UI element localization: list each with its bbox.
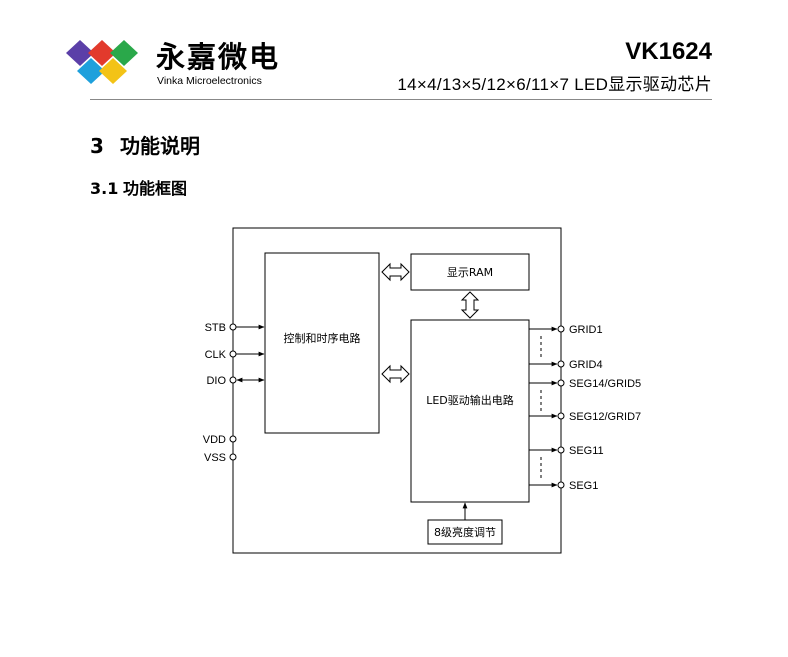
pin-vss (229, 453, 237, 461)
pin-dio (229, 376, 237, 384)
ram-block-label: 显示RAM (447, 266, 493, 279)
left-pins: STB CLK DIO VDD VSS (203, 322, 265, 464)
company-name-cn: 永嘉微电 (156, 40, 281, 74)
right-pins: GRID1 GRID4 SEG14/GRID5 SEG12/GRID7 SEG1… (529, 324, 641, 492)
section-number: 3 (90, 134, 104, 158)
pin-seg11 (557, 446, 565, 454)
logo-diamond-green (110, 40, 138, 66)
ram-control-bus-arrow (381, 262, 410, 282)
pin-label-dio: DIO (206, 375, 226, 387)
section-heading: 3 功能说明 (90, 130, 200, 159)
subsection-number: 3.1 (90, 179, 119, 198)
driver-block-label: LED驱动输出电路 (426, 393, 514, 407)
ram-driver-bus-arrow (460, 291, 480, 319)
pin-stb (229, 323, 237, 331)
pin-label-grid4: GRID4 (569, 359, 603, 371)
logo-diamond-red (88, 40, 116, 66)
subsection-title: 功能框图 (123, 179, 188, 198)
pin-label-stb: STB (205, 322, 226, 334)
control-driver-bus-arrow (381, 364, 410, 384)
pin-seg14-grid5 (557, 379, 565, 387)
pin-seg1 (557, 481, 565, 489)
chip-model: VK1624 (625, 38, 712, 65)
pin-label-vss: VSS (204, 452, 226, 464)
chip-subtitle: 14×4/13×5/12×6/11×7 LED显示驱动芯片 (397, 75, 712, 94)
brightness-block-label: 8级亮度调节 (434, 525, 496, 539)
logo-diamond-yellow (99, 58, 127, 84)
pin-grid4 (557, 360, 565, 368)
pin-label-grid1: GRID1 (569, 324, 603, 336)
company-name-en: Vinka Microelectronics (157, 75, 262, 87)
brightness-block (427, 519, 503, 545)
ram-block (410, 253, 530, 291)
vinka-logo (66, 40, 138, 84)
section-title: 功能说明 (120, 134, 200, 158)
pin-grid1 (557, 325, 565, 333)
driver-block (410, 319, 530, 503)
pin-label-clk: CLK (205, 349, 227, 361)
pin-clk (229, 350, 237, 358)
pin-label-seg1: SEG1 (569, 480, 598, 492)
header-divider (90, 99, 712, 100)
pin-label-seg12-grid7: SEG12/GRID7 (569, 411, 641, 423)
control-block-label: 控制和时序电路 (284, 331, 361, 345)
pin-seg12-grid7 (557, 412, 565, 420)
pin-label-vdd: VDD (203, 434, 226, 446)
control-block (264, 252, 380, 434)
chip-outline (232, 227, 562, 554)
logo-diamond-blue (77, 58, 105, 84)
pin-vdd (229, 435, 237, 443)
logo-diamond-purple (66, 40, 94, 66)
pin-label-seg14-grid5: SEG14/GRID5 (569, 378, 641, 390)
pin-label-seg11: SEG11 (569, 445, 604, 457)
